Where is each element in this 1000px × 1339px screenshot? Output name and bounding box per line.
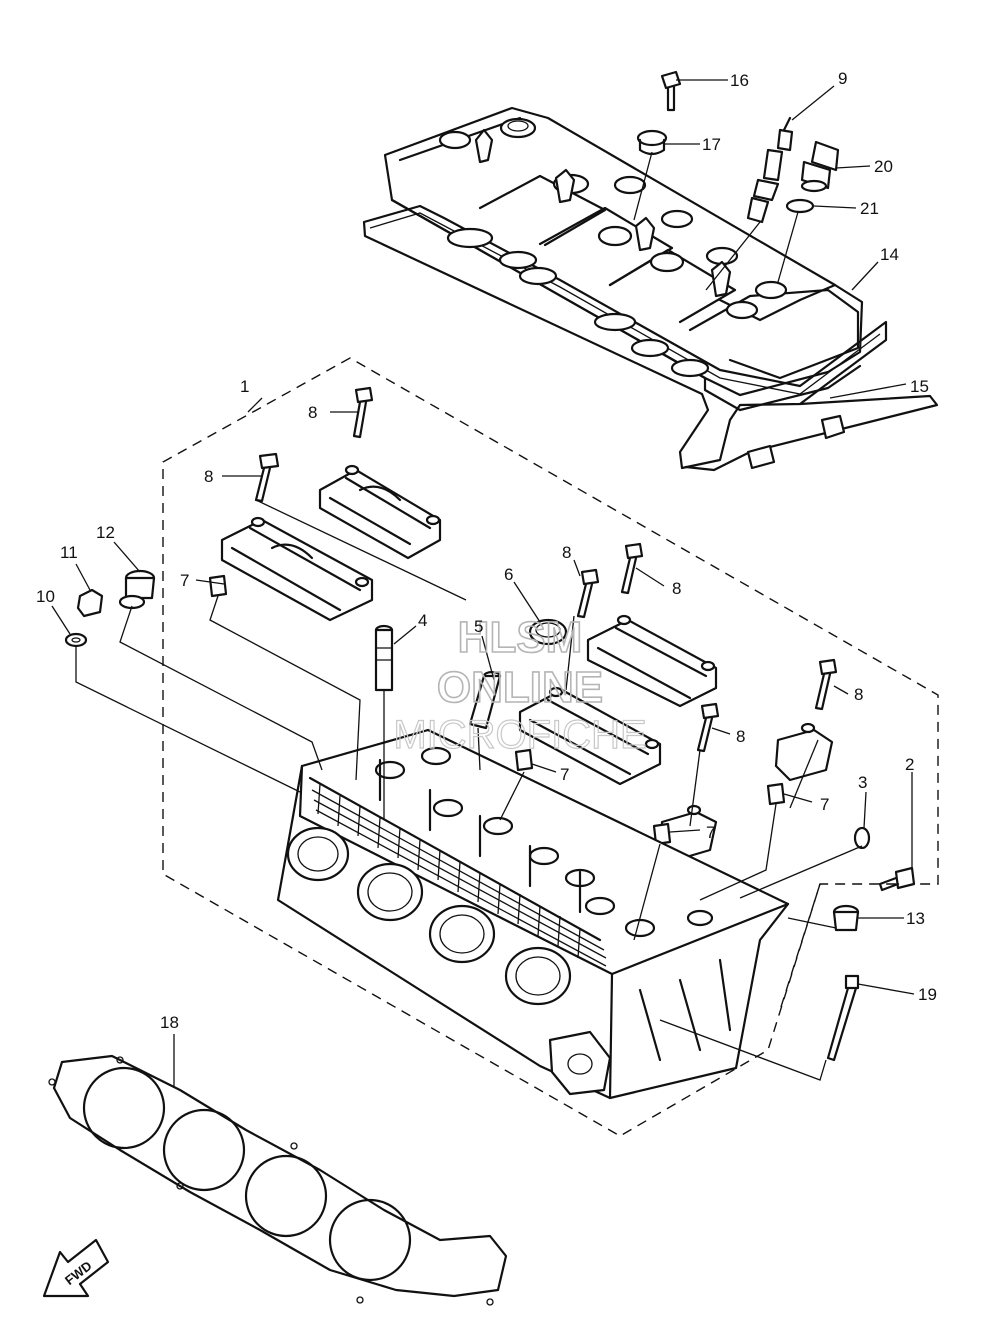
dowel-pin-7d bbox=[652, 822, 672, 846]
long-bolt-19 bbox=[826, 974, 860, 1062]
watermark-line1: HLSM bbox=[458, 613, 583, 662]
camshaft-cap-right-b bbox=[660, 804, 718, 862]
cylinder-head-cover bbox=[383, 106, 864, 412]
fwd-arrow: FWD bbox=[42, 1238, 110, 1298]
o-ring-21 bbox=[785, 198, 815, 214]
cap-bolt-8a bbox=[352, 386, 374, 439]
dowel-pin-7a bbox=[208, 574, 228, 598]
washer-3 bbox=[853, 826, 871, 850]
callout-8c: 8 bbox=[562, 543, 571, 562]
callout-14: 14 bbox=[880, 245, 899, 264]
callout-1: 1 bbox=[240, 377, 249, 396]
cap-bolt-8d bbox=[620, 542, 644, 595]
grommet-17 bbox=[636, 129, 668, 156]
cap-nut-11 bbox=[76, 588, 104, 618]
valve-bores bbox=[374, 746, 714, 938]
callout-19: 19 bbox=[918, 985, 937, 1004]
dowel-pin-7c bbox=[766, 782, 786, 806]
sensor-20 bbox=[800, 140, 840, 193]
callout-6: 6 bbox=[504, 565, 513, 584]
dowel-pin-7b bbox=[514, 748, 534, 772]
spark-plug-9 bbox=[746, 116, 794, 224]
callout-8a: 8 bbox=[308, 403, 317, 422]
camshaft-cap-middle bbox=[586, 614, 718, 708]
callout-8f: 8 bbox=[736, 727, 745, 746]
cap-bolt-8b bbox=[254, 452, 280, 503]
callout-3: 3 bbox=[858, 773, 867, 792]
camshaft-cap-upper bbox=[318, 464, 442, 560]
callout-17: 17 bbox=[702, 135, 721, 154]
head-ribs bbox=[378, 758, 732, 1062]
callout-5: 5 bbox=[474, 617, 483, 636]
plug-6 bbox=[528, 618, 568, 646]
callout-18: 18 bbox=[160, 1013, 179, 1032]
bolt-2 bbox=[878, 866, 916, 892]
callout-2: 2 bbox=[905, 755, 914, 774]
callout-15: 15 bbox=[910, 377, 929, 396]
callout-20: 20 bbox=[874, 157, 893, 176]
callout-4: 4 bbox=[418, 611, 427, 630]
cap-bolt-8f bbox=[696, 702, 720, 753]
fitting-12 bbox=[118, 569, 156, 610]
callout-13: 13 bbox=[906, 909, 925, 928]
watermark-line3: MICROFICHE bbox=[393, 713, 646, 757]
cap-bolt-8e bbox=[814, 658, 838, 711]
watermark-line2: ONLINE bbox=[437, 663, 603, 712]
callout-16: 16 bbox=[730, 71, 749, 90]
cooling-fins bbox=[311, 783, 607, 967]
fitting-13 bbox=[832, 904, 860, 932]
exhaust-flange bbox=[548, 1030, 612, 1096]
valve-guide-4 bbox=[374, 624, 394, 692]
head-cover-gasket bbox=[362, 204, 939, 472]
washer-10 bbox=[64, 632, 88, 648]
callout-7b: 7 bbox=[560, 765, 569, 784]
callout-7a: 7 bbox=[180, 571, 189, 590]
callout-12: 12 bbox=[96, 523, 115, 542]
callout-11: 11 bbox=[60, 543, 78, 562]
cylinder-head bbox=[276, 728, 790, 1100]
intake-ports bbox=[286, 826, 572, 1006]
callout-21: 21 bbox=[860, 199, 879, 218]
callout-9: 9 bbox=[838, 69, 847, 88]
camshaft-cap-lower bbox=[518, 686, 662, 786]
callout-8b: 8 bbox=[204, 467, 213, 486]
camshaft-cap-left bbox=[220, 516, 374, 622]
camshaft-cap-right-a bbox=[774, 722, 834, 782]
cover-bolt-16 bbox=[660, 70, 682, 112]
leader-lines bbox=[51, 79, 915, 1088]
callout-7d: 7 bbox=[706, 823, 715, 842]
callout-10: 10 bbox=[36, 587, 55, 606]
callout-labels: 1 2 3 4 5 6 7 7 7 7 8 8 8 8 8 8 9 10 11 … bbox=[36, 69, 937, 1032]
cap-bolt-8c bbox=[576, 568, 600, 619]
head-gasket-18 bbox=[48, 1054, 508, 1306]
callout-8d: 8 bbox=[672, 579, 681, 598]
callout-8e: 8 bbox=[854, 685, 863, 704]
callout-7c: 7 bbox=[820, 795, 829, 814]
assembly-1-outline bbox=[162, 357, 939, 1137]
watermark: HLSM ONLINE MICROFICHE bbox=[393, 612, 648, 757]
